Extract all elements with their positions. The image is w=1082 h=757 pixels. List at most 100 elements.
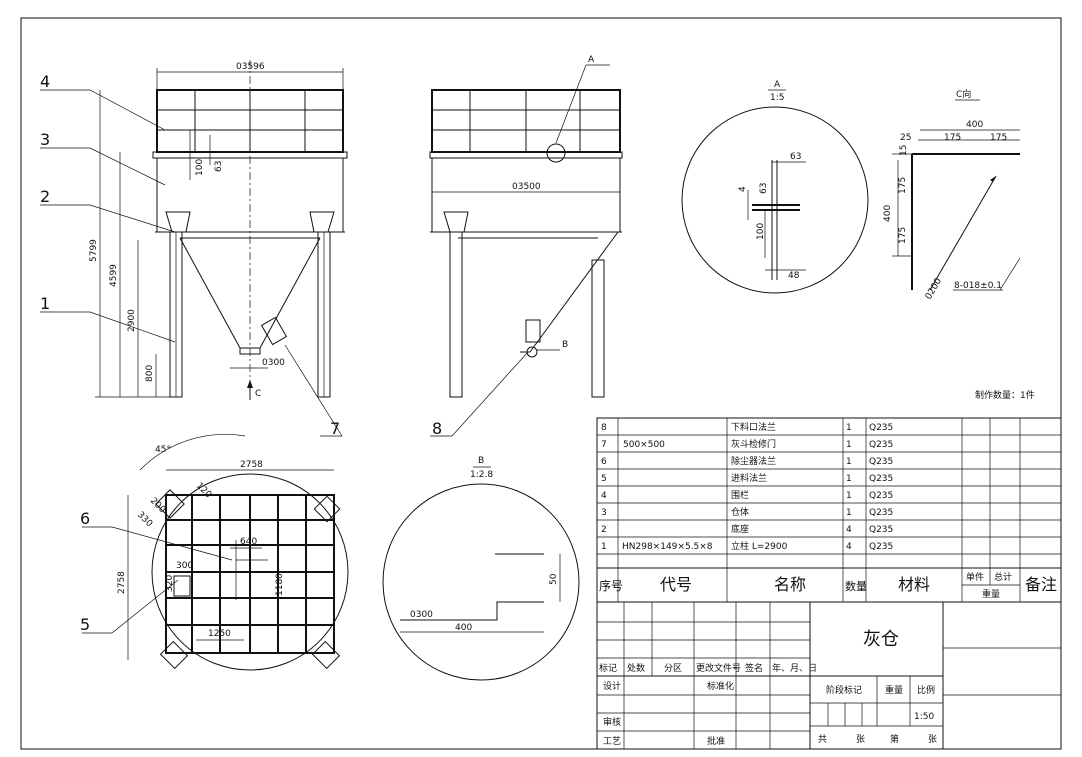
rev-zone: 分区	[664, 663, 682, 674]
tb-design: 设计	[603, 680, 621, 692]
header-unit: 单件	[966, 571, 984, 583]
side-view	[429, 64, 623, 437]
dim-plan-1250: 1250	[208, 629, 231, 639]
part-row-5-no: 5	[601, 474, 607, 484]
callout-7: 7	[330, 419, 340, 438]
part-row-8-qty: 1	[846, 423, 852, 433]
part-row-5-material: Q235	[869, 474, 893, 484]
part-row-8-name: 下料口法兰	[731, 421, 776, 433]
header-qty: 数量	[845, 580, 867, 593]
header-remark: 备注	[1025, 575, 1057, 594]
callout-3: 3	[40, 130, 50, 149]
production-qty: 制作数量：1件	[975, 389, 1035, 401]
dim-b-400: 400	[455, 623, 472, 633]
detail-b	[382, 466, 580, 681]
detail-a-title: A	[774, 80, 781, 90]
tb-sheets-unit-2: 张	[928, 734, 937, 745]
callout-5: 5	[80, 615, 90, 634]
part-row-7-name: 灰斗检修门	[731, 438, 776, 450]
part-row-5-qty: 1	[846, 474, 852, 484]
dim-a-100: 100	[756, 223, 766, 240]
rev-date: 年、月、日	[772, 662, 817, 674]
tb-sheet-no: 第	[890, 733, 899, 745]
dim-c-15: 15	[899, 145, 909, 156]
dim-front-bin-height: 4599	[109, 264, 119, 287]
part-row-1-material: Q235	[869, 542, 893, 552]
dim-b-50: 50	[549, 573, 559, 585]
part-row-7-code: 500×500	[623, 440, 665, 450]
callout-8: 8	[432, 419, 442, 438]
tb-standard: 标准化	[707, 680, 734, 692]
dim-front-total-height: 5799	[89, 239, 99, 262]
part-row-3-no: 3	[601, 508, 607, 518]
part-row-6-no: 6	[601, 457, 607, 467]
tb-total-sheets: 共	[818, 734, 827, 745]
header-weight: 重量	[982, 588, 1000, 600]
front-view	[40, 60, 348, 437]
part-row-1-name: 立柱 L=2900	[731, 540, 788, 552]
drawing-text: 4 3 2 1 7 8 6 5 C A B A 1:5 C向 B 1:2.8 制…	[40, 55, 1057, 747]
rev-sign: 签名	[745, 662, 763, 674]
drawing-border	[20, 17, 1062, 750]
dim-a-63-top: 63	[790, 152, 801, 162]
detail-a-scale: 1:5	[770, 93, 784, 103]
dim-c-175b: 175	[990, 133, 1007, 143]
detail-b-title: B	[478, 456, 484, 466]
part-row-4-name: 围栏	[731, 489, 749, 501]
header-no: 序号	[599, 578, 623, 593]
dim-plan-640: 640	[240, 537, 257, 547]
dim-front-outlet: 0300	[262, 358, 285, 368]
tb-weight: 重量	[885, 684, 903, 696]
plan-view	[82, 434, 349, 671]
drawing-name: 灰仓	[863, 629, 899, 650]
part-row-4-qty: 1	[846, 491, 852, 501]
dim-front-column-height: 2900	[127, 309, 137, 332]
callout-a-label: A	[588, 55, 595, 65]
part-row-3-material: Q235	[869, 508, 893, 518]
view-c	[892, 99, 1021, 291]
tb-approve: 批准	[707, 735, 725, 747]
part-row-2-qty: 4	[846, 525, 852, 535]
detail-b-scale: 1:2.8	[470, 470, 493, 480]
part-row-6-qty: 1	[846, 457, 852, 467]
callout-b-label: B	[562, 340, 568, 350]
dim-c-175a: 175	[944, 133, 961, 143]
dim-plan-300: 300	[176, 561, 193, 571]
part-row-2-no: 2	[601, 525, 607, 535]
dim-plan-330: 330	[135, 510, 154, 529]
dim-c-175c: 175	[898, 177, 908, 194]
detail-a	[681, 89, 869, 294]
dim-b-300: 0300	[410, 610, 433, 620]
dim-plan-120: 120	[194, 481, 213, 500]
dim-plan-angle: 45°	[155, 445, 171, 455]
tb-scale-label: 比例	[917, 684, 935, 696]
header-material: 材料	[898, 575, 930, 594]
part-row-6-material: Q235	[869, 457, 893, 467]
dim-c-175d: 175	[898, 227, 908, 244]
callout-4: 4	[40, 72, 50, 91]
part-row-3-name: 仓体	[731, 506, 749, 518]
dim-plan-1180: 1180	[275, 573, 285, 596]
tb-sheets-unit-1: 张	[856, 734, 865, 745]
tb-scale: 1:50	[914, 712, 934, 722]
title-block	[596, 601, 1062, 750]
part-row-7-material: Q235	[869, 440, 893, 450]
view-c-title: C向	[956, 88, 971, 100]
dim-plan-height: 2758	[117, 571, 127, 594]
dim-a-48: 48	[788, 271, 800, 281]
dim-front-63: 63	[214, 161, 224, 172]
dim-c-400: 400	[966, 120, 983, 130]
tb-stage: 阶段标记	[826, 684, 862, 696]
dim-plan-width: 2758	[240, 460, 263, 470]
part-row-7-no: 7	[601, 440, 607, 450]
dim-c-400v: 400	[883, 205, 893, 222]
dim-front-width: 03596	[236, 62, 265, 72]
part-row-8-no: 8	[601, 423, 607, 433]
part-row-6-name: 除尘器法兰	[731, 455, 776, 467]
dim-front-base-height: 800	[145, 365, 155, 382]
dim-a-63-side: 63	[759, 183, 769, 194]
part-row-1-qty: 4	[846, 542, 852, 552]
parts-table-rows: 8 下料口法兰 1 Q235 7 500×500 灰斗检修门 1 Q235 6 …	[601, 421, 893, 552]
part-row-8-material: Q235	[869, 423, 893, 433]
